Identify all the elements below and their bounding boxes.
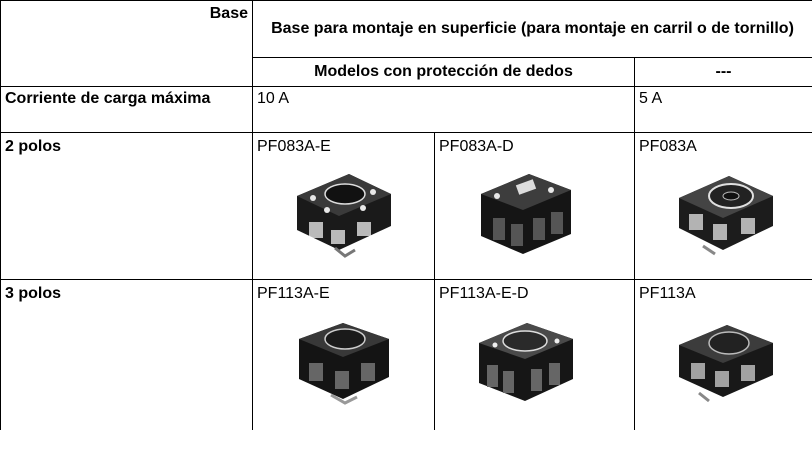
value-cell: 5 A xyxy=(633,86,812,133)
relay-socket-photo xyxy=(639,315,808,407)
row-label-cell: 2 polos xyxy=(0,132,253,280)
row-label-three-pole: 3 polos xyxy=(5,285,62,302)
relay-socket-photo xyxy=(639,168,808,260)
model-name: PF113A-E-D xyxy=(439,285,529,302)
row-label-two-pole: 2 polos xyxy=(5,138,62,155)
value-current-protected: 10 A xyxy=(257,90,290,107)
relay-socket-photo xyxy=(439,168,630,260)
model-cell: PF113A-E-D xyxy=(434,279,635,430)
model-name: PF083A-D xyxy=(439,138,514,155)
header-row-mounting: Base Base para montaje en superficie (pa… xyxy=(0,0,812,87)
model-name: PF083A xyxy=(639,138,697,155)
model-cell: PF083A-D xyxy=(434,132,635,280)
model-cell: PF113A xyxy=(633,279,812,430)
row-label-cell: 3 polos xyxy=(0,279,253,430)
socket-spec-table: Base Base para montaje en superficie (pa… xyxy=(0,0,812,430)
header-no-protection-label: --- xyxy=(715,63,732,80)
row-label-cell: Corriente de carga máxima xyxy=(0,86,253,133)
relay-socket-photo xyxy=(257,168,430,260)
row-label-max-current: Corriente de carga máxima xyxy=(5,90,211,107)
model-cell: PF083A xyxy=(633,132,812,280)
header-no-protection-cell: --- xyxy=(633,57,812,87)
header-finger-protection-label: Modelos con protección de dedos xyxy=(314,63,573,80)
model-cell: PF083A-E xyxy=(252,132,435,280)
value-cell: 10 A xyxy=(252,86,635,133)
row-two-pole: 2 polos PF083A-E PF083A-D xyxy=(0,132,812,280)
model-name: PF113A xyxy=(639,285,696,302)
relay-socket-photo xyxy=(439,315,630,407)
header-finger-protection-cell: Modelos con protección de dedos xyxy=(252,57,635,87)
value-current-unprotected: 5 A xyxy=(639,90,663,107)
header-base-cell: Base xyxy=(0,0,253,87)
header-mount-cell: Base para montaje en superficie (para mo… xyxy=(251,0,812,58)
relay-socket-photo xyxy=(257,315,430,407)
header-base-label: Base xyxy=(209,5,248,22)
header-row-protection: Modelos con protección de dedos --- xyxy=(1,57,812,87)
model-name: PF083A-E xyxy=(257,138,331,155)
row-max-current: Corriente de carga máxima 10 A 5 A xyxy=(0,86,812,133)
header-mount-title: Base para montaje en superficie (para mo… xyxy=(271,20,794,37)
row-three-pole: 3 polos PF113A-E PF113A-E-D xyxy=(0,279,812,430)
model-cell: PF113A-E xyxy=(252,279,435,430)
model-name: PF113A-E xyxy=(257,285,330,302)
